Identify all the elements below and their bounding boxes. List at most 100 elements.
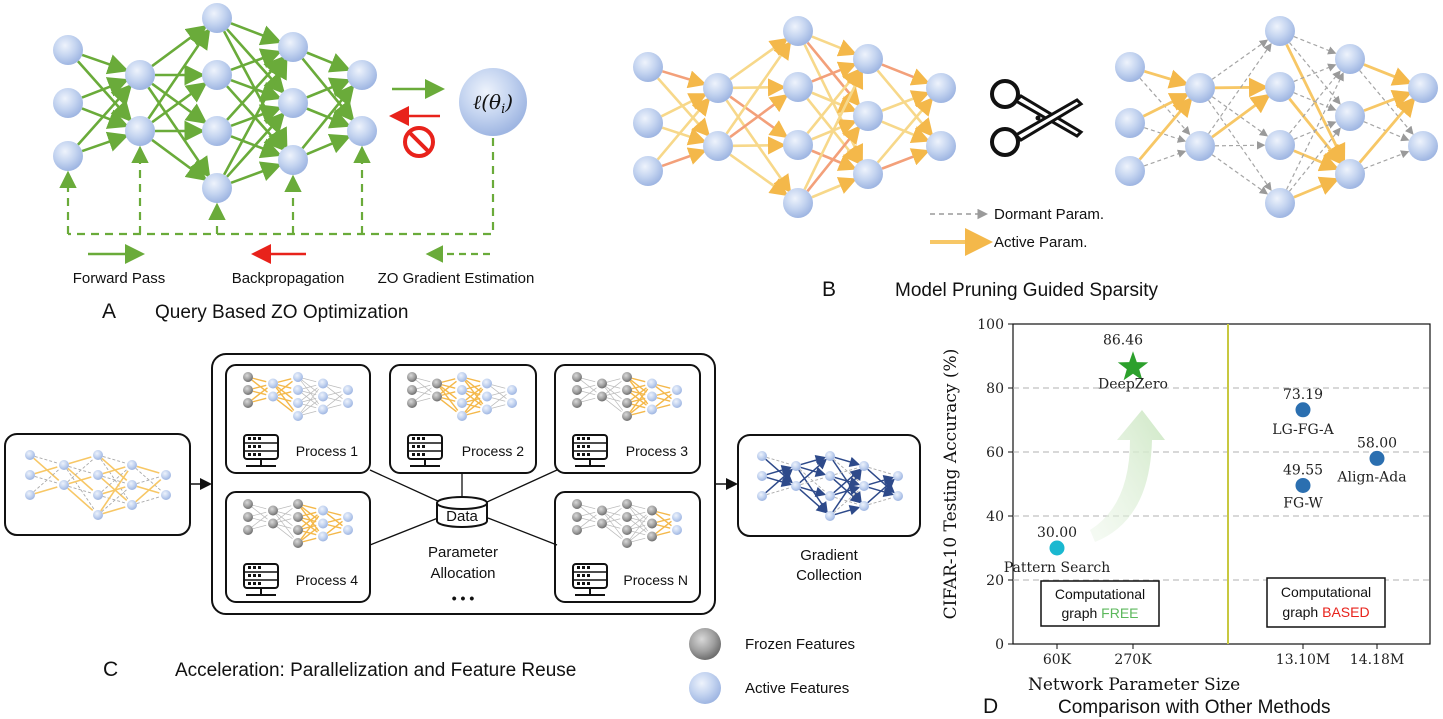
process-network-edge	[491, 404, 506, 409]
process-network-edge	[440, 386, 457, 400]
process-network-edge	[630, 527, 647, 541]
gradient-network-edge	[799, 488, 828, 514]
network-a-node	[202, 60, 232, 90]
process-network-edge	[276, 513, 293, 526]
pruned-network-edge	[1293, 176, 1340, 199]
network-a-node	[53, 141, 83, 171]
process-network-edge	[605, 399, 622, 412]
input-network-edge	[135, 467, 162, 491]
dense-network-edge	[881, 148, 930, 170]
server-icon	[407, 434, 443, 467]
input-network-edge	[34, 466, 58, 475]
dense-network-node	[853, 44, 883, 74]
process-network-edge	[656, 518, 671, 523]
gradient-label-line1: Gradient	[800, 547, 858, 564]
loss-label: ℓ(θi)	[473, 90, 513, 117]
point-value-label: 73.19	[1283, 387, 1323, 403]
pruned-network-node	[1115, 108, 1145, 138]
process-label: Process N	[623, 572, 688, 588]
dense-network-edge	[732, 78, 787, 97]
dense-network-edge	[656, 97, 711, 161]
process-network-node	[622, 372, 632, 382]
process-network-edge	[302, 384, 317, 390]
process-network-edge	[441, 397, 456, 402]
pruned-network-node	[1185, 73, 1215, 103]
pruned-network-node	[1115, 156, 1145, 186]
process-network-node	[318, 391, 328, 402]
process-network-edge	[416, 390, 431, 396]
process-network-node	[457, 411, 467, 421]
process-network-node	[572, 398, 582, 408]
process-network-node	[407, 385, 417, 395]
gradient-network-edge	[800, 466, 827, 477]
data-store-icon	[436, 496, 488, 528]
panel-a-letter: A	[102, 300, 116, 323]
process-network-node	[268, 391, 278, 402]
process-network-node	[572, 499, 582, 509]
network-a-edge	[226, 111, 286, 178]
connector-4	[369, 517, 439, 546]
process-network-edge	[605, 381, 622, 394]
process-network-node	[647, 404, 657, 415]
gradient-network-edge	[868, 497, 892, 506]
x-tick-label: 14.18M	[1350, 652, 1404, 668]
input-network-edge	[101, 457, 128, 481]
input-network-edge	[136, 476, 160, 485]
process-network-node	[622, 411, 632, 421]
process-network-edge	[252, 377, 267, 383]
process-network-edge	[655, 520, 672, 534]
pruned-network-node	[1335, 101, 1365, 131]
process-network-node	[343, 525, 353, 535]
legend-backprop-label: Backpropagation	[232, 270, 345, 287]
input-network-node	[161, 470, 171, 480]
gradient-network-edge	[868, 486, 895, 497]
ellipsis: • • •	[452, 590, 475, 606]
process-network-node	[293, 538, 303, 548]
input-network	[25, 450, 171, 520]
process-network-edge	[252, 504, 267, 510]
dense-network-edge	[729, 153, 789, 197]
process-network-node	[293, 512, 303, 522]
process-network-edge	[631, 410, 646, 416]
process-network-edge	[277, 505, 292, 510]
process-network-edge	[277, 511, 292, 516]
process-network-edge	[491, 384, 506, 389]
gradient-network-edge	[834, 505, 861, 516]
process-network-edge	[440, 399, 457, 413]
process-box: Process 3	[554, 364, 701, 474]
pruned-network-edge	[1286, 72, 1344, 190]
pruned-network-edge	[1288, 97, 1343, 166]
process-network-node	[293, 411, 303, 421]
process-network-node	[318, 531, 328, 542]
point-name-label: Pattern Search	[1004, 560, 1111, 576]
input-network-edge	[34, 486, 58, 495]
process-network-edge	[302, 530, 317, 536]
process-network-edge	[252, 517, 267, 523]
x-tick-label: 270K	[1114, 652, 1152, 668]
process-network-edge	[276, 508, 293, 521]
process-network-node	[243, 512, 253, 522]
pruned-network-edge	[1293, 149, 1340, 172]
process-network-edge	[276, 380, 293, 394]
process-network-node	[293, 525, 303, 535]
y-axis-label: CIFAR-10 Testing Accuracy (%)	[941, 349, 961, 620]
gradient-network-box	[737, 434, 921, 537]
point-name-label: Align-Ada	[1336, 469, 1406, 485]
process-network-edge	[415, 387, 432, 401]
process-network-edge	[656, 404, 671, 409]
gradient-network-node	[893, 471, 903, 481]
network-a-node	[278, 145, 308, 175]
pruned-network-edge	[1138, 96, 1193, 161]
process-network-node	[407, 372, 417, 382]
network-a-node	[53, 35, 83, 65]
pruned-network-edge	[1358, 96, 1416, 164]
process-network-edge	[327, 391, 342, 396]
process-network-edge	[252, 384, 267, 390]
network-a-node	[347, 116, 377, 146]
process-network-edge	[629, 515, 649, 540]
process-network-node	[293, 499, 303, 509]
gradient-network-edge	[834, 456, 861, 467]
process-network-edge	[606, 518, 621, 523]
process-network-edge	[629, 388, 649, 413]
process-network-edge	[302, 397, 317, 403]
